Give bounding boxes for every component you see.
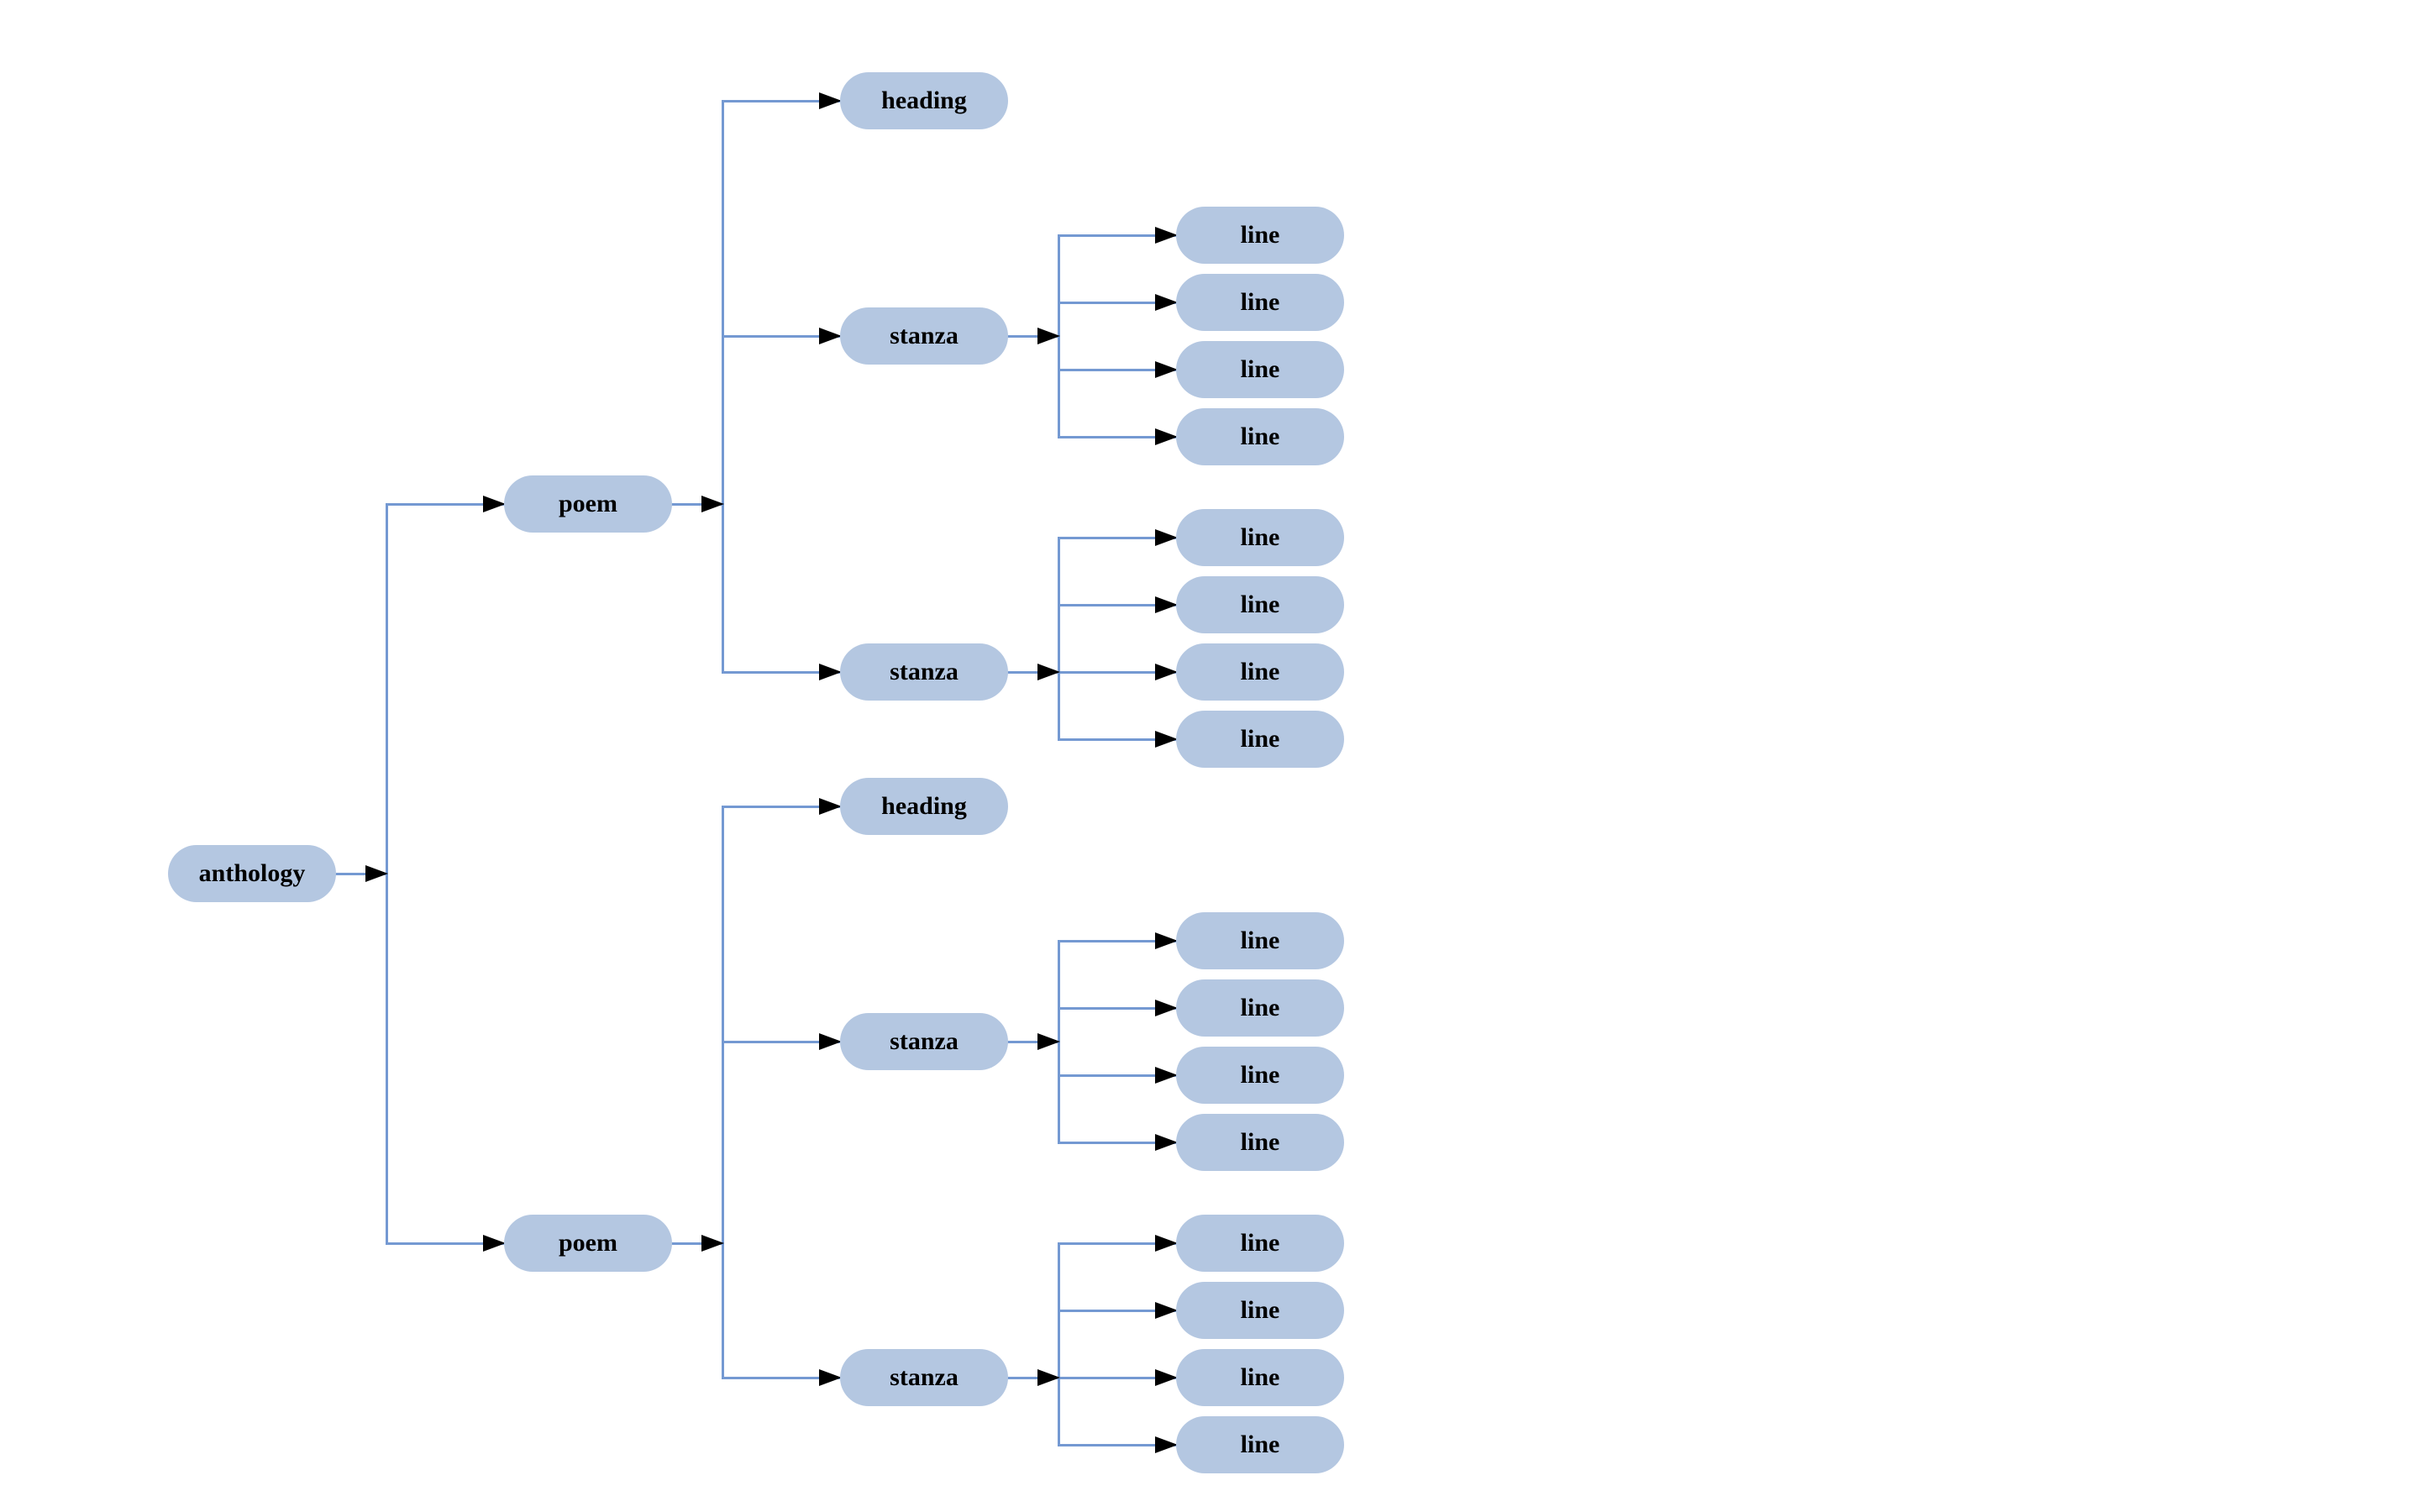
node-line-11: line [1176,1047,1344,1104]
edge-connector [1057,368,1176,371]
edge-connector [1057,536,1176,539]
arrowhead-icon [1155,1067,1178,1084]
edge-connector [1057,1376,1176,1379]
edge-connector [721,1376,840,1379]
node-line-5: line [1176,509,1344,566]
edge-connector [721,805,840,808]
edge-connector [1057,435,1176,438]
edge-trunk [1057,1242,1060,1446]
edge-connector [670,1242,724,1245]
arrowhead-icon [1155,932,1178,949]
arrowhead-icon [1037,328,1060,344]
arrowhead-icon [1155,428,1178,445]
arrowhead-icon [1155,596,1178,613]
arrowhead-icon [701,496,724,512]
edge-connector [1057,603,1176,606]
node-line-10: line [1176,979,1344,1037]
node-line-16: line [1176,1416,1344,1473]
node-line-15: line [1176,1349,1344,1406]
arrowhead-icon [819,328,842,344]
arrowhead-icon [819,664,842,680]
node-stanza-1: stanza [840,307,1008,365]
edge-connector [1006,1040,1060,1043]
node-stanza-2: stanza [840,643,1008,701]
edge-trunk [721,805,724,1379]
edge-connector [721,670,840,674]
arrowhead-icon [1155,529,1178,546]
arrowhead-icon [819,1369,842,1386]
arrowhead-icon [1155,1235,1178,1252]
arrowhead-icon [1155,1302,1178,1319]
node-poem-2: poem [504,1215,672,1272]
arrowhead-icon [701,1235,724,1252]
edge-connector [721,334,840,338]
node-heading-1: heading [840,72,1008,129]
arrowhead-icon [1155,1436,1178,1453]
edge-trunk [721,99,724,674]
node-line-7: line [1176,643,1344,701]
arrowhead-icon [1155,664,1178,680]
edge-connector [721,99,840,102]
node-stanza-4: stanza [840,1349,1008,1406]
node-line-8: line [1176,711,1344,768]
node-line-12: line [1176,1114,1344,1171]
arrowhead-icon [1155,294,1178,311]
edge-connector [670,502,724,506]
edge-connector [1057,738,1176,741]
edge-connector [1006,1376,1060,1379]
arrowhead-icon [819,1033,842,1050]
arrowhead-icon [819,798,842,815]
arrowhead-icon [1155,731,1178,748]
edge-connector [1057,1242,1176,1245]
edge-connector [1057,1443,1176,1446]
arrowhead-icon [1155,1369,1178,1386]
arrowhead-icon [1037,1369,1060,1386]
edge-connector [1006,670,1060,674]
node-anthology-1: anthology [168,845,336,902]
node-poem-1: poem [504,475,672,533]
arrowhead-icon [1037,1033,1060,1050]
edge-connector [1006,334,1060,338]
node-line-3: line [1176,341,1344,398]
edge-trunk [1057,536,1060,741]
arrowhead-icon [1155,227,1178,244]
arrowhead-icon [483,496,506,512]
edge-connector [1057,939,1176,942]
arrowhead-icon [1155,1000,1178,1016]
arrowhead-icon [483,1235,506,1252]
arrowhead-icon [365,865,388,882]
edge-connector [385,1242,504,1245]
edge-connector [385,502,504,506]
node-line-13: line [1176,1215,1344,1272]
edge-connector [1057,1309,1176,1312]
node-line-2: line [1176,274,1344,331]
edge-connector [1057,1006,1176,1010]
edge-connector [1057,234,1176,237]
node-heading-2: heading [840,778,1008,835]
node-line-14: line [1176,1282,1344,1339]
edge-connector [721,1040,840,1043]
edge-connector [1057,1141,1176,1144]
node-line-9: line [1176,912,1344,969]
arrowhead-icon [1155,1134,1178,1151]
edge-connector [1057,1074,1176,1077]
node-line-4: line [1176,408,1344,465]
node-line-6: line [1176,576,1344,633]
arrowhead-icon [1037,664,1060,680]
node-line-1: line [1176,207,1344,264]
edge-connector [1057,301,1176,304]
arrowhead-icon [1155,361,1178,378]
edge-connector [334,872,388,875]
arrowhead-icon [819,92,842,109]
edge-connector [1057,670,1176,674]
node-stanza-3: stanza [840,1013,1008,1070]
